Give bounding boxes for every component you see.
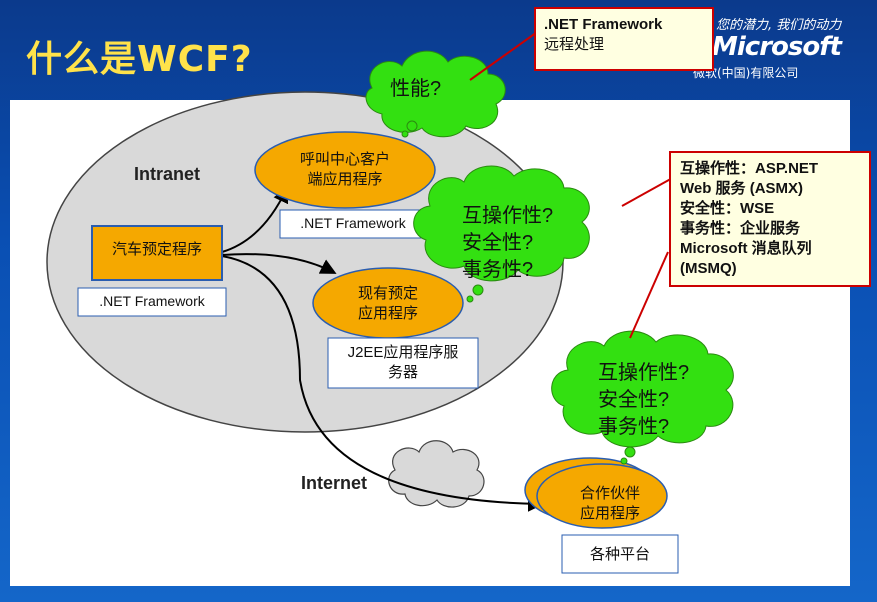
right-cloud-label: 互操作性? 安全性? 事务性? [598,360,689,441]
partner-app-shape [536,463,668,529]
existing-platform-box [327,337,479,389]
middle-cloud-line: 互操作性? [462,205,554,227]
connector-to-existing [209,247,337,274]
middle-concern-cloud [413,165,590,282]
partner-app: 合作伙伴 应用程序 [545,484,675,524]
services-callout-line: Web 服务 (ASMX) [680,180,804,197]
right-cloud-bubble [624,446,636,458]
existing-booking-app: 现有预定 应用程序 [323,284,453,324]
services-callout-line: Microsoft 消息队列 [680,240,812,257]
connector-to-partner [221,255,544,512]
right-cloud-line: 安全性? [598,389,670,411]
existing-platform-line: 务器 [387,364,418,381]
brand-tagline: 您的潜力, 我们的动力 [716,18,842,33]
performance-cloud [365,50,506,138]
existing-booking-app-line: 现有预定 [357,285,418,302]
services-callout-line-top [621,175,677,207]
partner-platform-box [561,534,679,574]
call-center-platform: .NET Framework [300,215,406,231]
slide-title: 什么是WCF? [26,39,253,80]
existing-platform-line: J2EE应用程序服 [347,344,459,361]
partner-app-line: 合作伙伴 [579,485,640,502]
right-cloud-bubble [620,457,628,465]
existing-booking-app-line: 应用程序 [357,305,418,322]
middle-cloud-line: 安全性? [462,232,534,254]
partner-platform: 各种平台 [589,546,650,563]
car-booking-box [91,225,223,281]
services-callout-line: (MSMQ) [680,260,737,277]
remoting-callout-line [469,29,541,81]
services-callout-line: 安全性：WSE [680,200,775,217]
performance-cloud-bubble [401,130,409,138]
microsoft-logo: Microsoft [712,32,842,62]
remoting-callout: .NET Framework 远程处理 [544,15,662,55]
middle-cloud-bubble [466,295,474,303]
middle-cloud-label: 互操作性? 安全性? 事务性? [462,203,553,284]
right-cloud-line: 互操作性? [598,362,690,384]
car-booking-platform: .NET Framework [99,293,205,309]
services-callout: 互操作性：ASP.NET Web 服务 (ASMX) 安全性：WSE 事务性：企… [680,159,818,279]
services-callout-box [669,151,871,287]
remoting-callout-line: 远程处理 [544,36,605,53]
intranet-label: Intranet [134,164,201,184]
call-center-app-shape [254,131,436,209]
car-booking-platform-box [77,287,227,317]
middle-cloud-line: 事务性? [462,259,534,281]
car-booking-app: 汽车预定程序 [111,241,202,258]
existing-platform: J2EE应用程序服 务器 [328,343,478,383]
remoting-callout-line: .NET Framework [544,16,663,33]
services-callout-line-bottom [629,251,669,339]
remoting-callout-box [534,7,714,71]
services-callout-line: 事务性：企业服务 [680,220,801,237]
right-concern-cloud [551,330,734,448]
internet-cloud-shape [388,440,485,508]
services-callout-line: 互操作性：ASP.NET [680,160,819,177]
partner-app-line: 应用程序 [579,505,640,522]
call-center-app: 呼叫中心客户 端应用程序 [270,150,420,190]
middle-cloud-bubble [472,284,484,296]
right-cloud-line: 事务性? [598,416,670,438]
call-center-app-line: 端应用程序 [307,171,383,188]
company-name: 微软(中国)有限公司 [693,66,799,80]
performance-cloud-bubble [406,120,418,132]
performance-cloud-label: 性能? [390,78,442,100]
internet-label: Internet [301,473,368,493]
call-center-app-line: 呼叫中心客户 [299,151,390,168]
